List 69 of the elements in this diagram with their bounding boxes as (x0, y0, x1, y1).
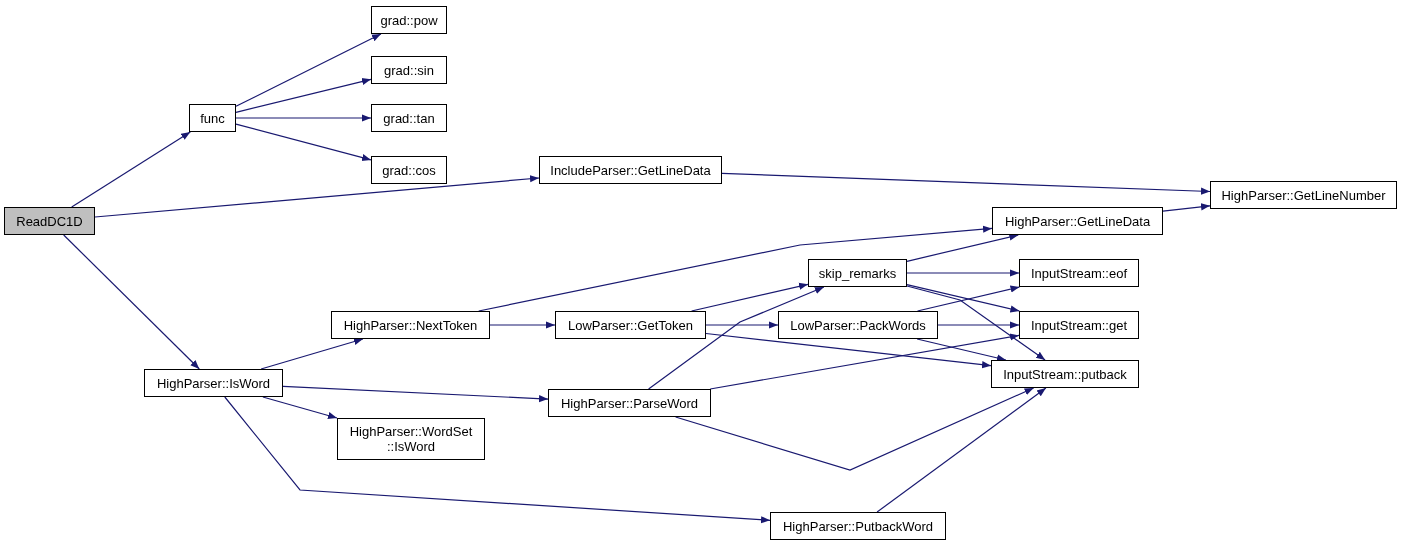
function-name: HighParser::GetLineData (1004, 213, 1151, 229)
function-box (992, 207, 1163, 235)
function-name: HighParser::PutbackWord (782, 518, 933, 534)
call-arrow (906, 269, 1020, 277)
function-name: HighParser::WordSet ::IsWord (348, 424, 474, 454)
function-box (539, 156, 722, 184)
function-box (371, 6, 447, 34)
function-box (1019, 259, 1139, 287)
call-arrow (235, 123, 372, 162)
call-arrow (906, 284, 1020, 313)
call-arrow (705, 332, 992, 369)
function-box (371, 104, 447, 132)
call-arrow (94, 175, 540, 218)
function-box (189, 104, 236, 132)
function-name: grad::tan (383, 110, 435, 126)
function-name: LowParser::GetToken (568, 317, 693, 333)
call-arrow (705, 321, 779, 329)
function-box (1019, 311, 1139, 339)
call-arrow (906, 285, 1046, 361)
call-arrow (235, 33, 382, 107)
function-name: HighParser::IsWord (156, 375, 271, 391)
function-box (4, 207, 95, 235)
call-arrow (937, 321, 1020, 329)
function-name: HighParser::NextToken (343, 317, 478, 333)
function-box (770, 512, 946, 540)
function-name: grad::sin (384, 62, 434, 78)
call-arrow (235, 77, 372, 113)
call-arrow (648, 286, 825, 390)
call-arrow (691, 282, 809, 312)
function-name: IncludeParser::GetLineData (550, 162, 711, 178)
function-box (371, 56, 447, 84)
call-arrow (721, 172, 1211, 195)
function-box (808, 259, 907, 287)
function-name: skip_remarks (818, 265, 897, 281)
function-name: InputStream::eof (1030, 265, 1128, 281)
function-name: func (200, 110, 225, 126)
function-box (331, 311, 490, 339)
call-arrow (916, 285, 1021, 312)
function-box (555, 311, 706, 339)
function-box (144, 369, 283, 397)
function-box (991, 360, 1139, 388)
call-arrow (71, 131, 191, 208)
function-box (337, 418, 485, 460)
function-name: InputStream::get (1030, 317, 1128, 333)
call-arrow (1162, 203, 1211, 212)
call-arrow (260, 338, 364, 370)
function-name: InputStream::putback (1003, 366, 1127, 382)
call-arrow (876, 387, 1047, 513)
call-arrow (916, 338, 1007, 362)
call-arrow (262, 396, 338, 419)
call-arrow (478, 225, 993, 312)
call-arrow (235, 114, 372, 122)
function-name: HighParser::GetLineNumber (1221, 187, 1386, 203)
function-box (778, 311, 938, 339)
function-name: ReadDC1D (16, 213, 83, 229)
function-name: grad::cos (382, 162, 436, 178)
function-name: grad::pow (380, 12, 438, 28)
function-name: LowParser::PackWords (790, 317, 926, 333)
function-name: HighParser::ParseWord (560, 395, 698, 411)
function-box (548, 389, 711, 417)
function-box (371, 156, 447, 184)
call-arrow (709, 333, 1020, 390)
call-arrow (906, 233, 1019, 262)
call-arrow (489, 321, 556, 329)
function-box (1210, 181, 1397, 209)
call-arrow (282, 385, 549, 403)
call-arrow (63, 234, 200, 370)
call-arrow (224, 396, 771, 524)
call-arrow (675, 387, 1035, 471)
